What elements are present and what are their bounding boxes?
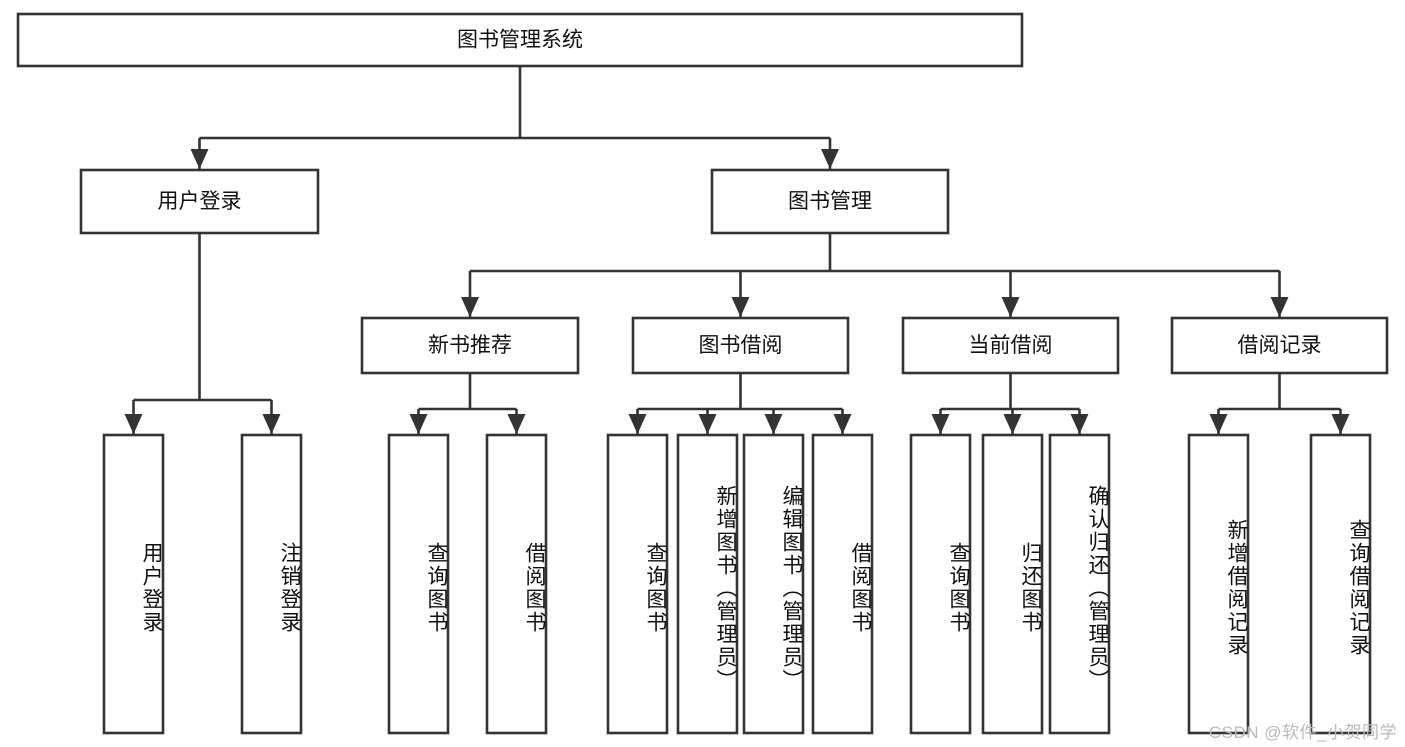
node-图书管理系统-root-box[interactable] — [16, 12, 1024, 68]
node-查询借阅记录-leaf-box-12[interactable] — [1309, 433, 1372, 735]
node-图书借阅-label: 图书借阅 — [699, 334, 783, 357]
arrow-head-icon — [731, 297, 750, 317]
node-用户登录-box[interactable] — [79, 168, 320, 235]
arrow-head-icon — [821, 149, 839, 169]
root-label: 图书管理系统 — [457, 29, 583, 52]
watermark-text: CSDN @软件_小贺同学 — [1208, 723, 1397, 742]
node-图书管理-box[interactable] — [710, 168, 950, 235]
node-当前借阅-label: 当前借阅 — [969, 334, 1053, 357]
node-借阅图书-leaf-box-7[interactable] — [811, 433, 874, 735]
connectors-layer — [124, 66, 1350, 434]
arrow-head-icon — [628, 414, 647, 434]
node-用户登录-leaf-box-0[interactable] — [102, 433, 165, 735]
arrow-head-icon — [1209, 414, 1228, 434]
node-新书推荐-box[interactable] — [360, 316, 580, 375]
arrow-head-icon — [1331, 414, 1350, 434]
node-查询图书-leaf-box-8[interactable] — [909, 433, 972, 735]
node-确认归还管理员-leaf-box-10[interactable] — [1048, 433, 1111, 735]
node-借阅记录-label: 借阅记录 — [1238, 334, 1322, 357]
arrow-head-icon — [190, 149, 209, 169]
boxes-layer — [16, 12, 1389, 735]
node-归还图书-leaf-box-9[interactable] — [981, 433, 1044, 735]
node-新增图书管理员-leaf-box-5[interactable] — [676, 433, 739, 735]
arrow-head-icon — [124, 414, 143, 434]
arrow-head-icon — [409, 414, 428, 434]
node-当前借阅-box[interactable] — [901, 316, 1120, 375]
arrow-head-icon — [1270, 297, 1289, 317]
arrow-head-icon — [507, 414, 526, 434]
arrow-head-icon — [764, 414, 783, 434]
arrow-head-icon — [698, 414, 717, 434]
arrow-head-icon — [262, 414, 281, 434]
node-新书推荐-label: 新书推荐 — [428, 334, 512, 357]
node-图书借阅-box[interactable] — [631, 316, 850, 375]
node-编辑图书管理员-leaf-box-6[interactable] — [742, 433, 805, 735]
arrow-head-icon — [1070, 414, 1089, 434]
arrow-head-icon — [833, 414, 852, 434]
arrow-head-icon — [1003, 414, 1022, 434]
node-注销登录-leaf-box-1[interactable] — [240, 433, 303, 735]
node-新增借阅记录-leaf-box-11[interactable] — [1187, 433, 1250, 735]
node-借阅图书-leaf-box-3[interactable] — [485, 433, 548, 735]
node-查询图书-leaf-box-2[interactable] — [387, 433, 450, 735]
arrow-head-icon — [461, 297, 479, 317]
arrow-head-icon — [931, 414, 950, 434]
node-查询图书-leaf-box-4[interactable] — [606, 433, 669, 735]
node-用户登录-label: 用户登录 — [158, 190, 242, 213]
node-借阅记录-box[interactable] — [1170, 316, 1389, 375]
arrow-head-icon — [1001, 297, 1020, 317]
node-图书管理-label: 图书管理 — [788, 190, 872, 213]
